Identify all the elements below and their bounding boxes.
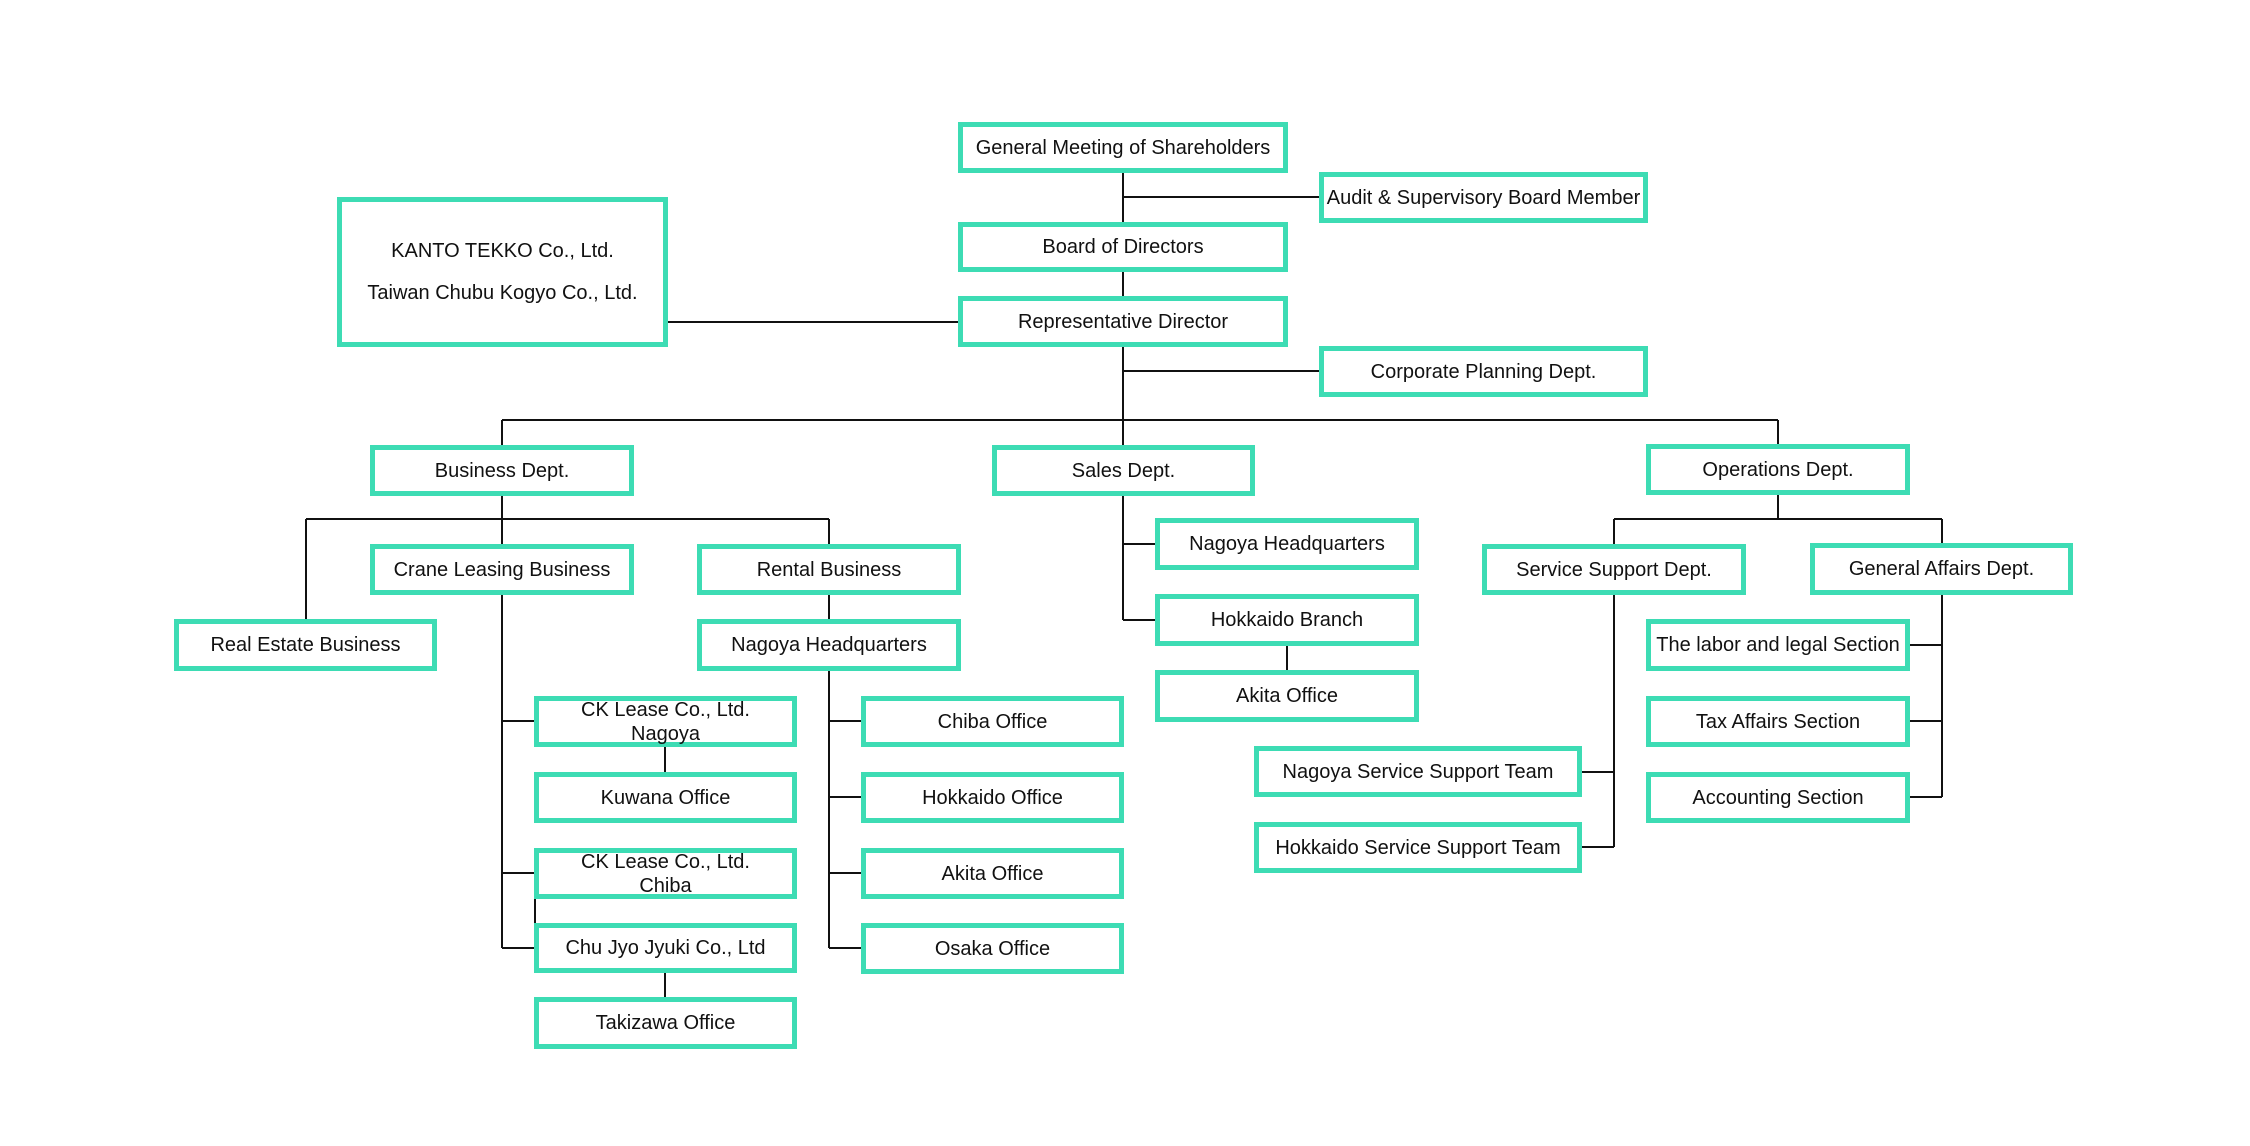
node-hokkaido-branch: Hokkaido Branch bbox=[1155, 594, 1419, 646]
node-rental-business: Rental Business bbox=[697, 544, 961, 595]
node-general-meeting-of-shareholders: General Meeting of Shareholders bbox=[958, 122, 1288, 173]
node-real-estate-business: Real Estate Business bbox=[174, 619, 437, 671]
node-board-of-directors: Board of Directors bbox=[958, 222, 1288, 272]
node-accounting-section: Accounting Section bbox=[1646, 772, 1910, 823]
node-takizawa-office: Takizawa Office bbox=[534, 997, 797, 1049]
node-akita-office-rental: Akita Office bbox=[861, 848, 1124, 899]
node-audit-supervisory-board-member: Audit & Supervisory Board Member bbox=[1319, 172, 1648, 223]
node-osaka-office: Osaka Office bbox=[861, 923, 1124, 974]
node-chiba-office: Chiba Office bbox=[861, 696, 1124, 747]
node-crane-leasing-business: Crane Leasing Business bbox=[370, 544, 634, 595]
node-nagoya-service-support-team: Nagoya Service Support Team bbox=[1254, 746, 1582, 797]
node-akita-office-sales: Akita Office bbox=[1155, 670, 1419, 722]
node-hokkaido-office: Hokkaido Office bbox=[861, 772, 1124, 823]
node-representative-director: Representative Director bbox=[958, 296, 1288, 347]
node-hokkaido-service-support-team: Hokkaido Service Support Team bbox=[1254, 822, 1582, 873]
affiliate-taiwan-chubu-kogyo: Taiwan Chubu Kogyo Co., Ltd. bbox=[367, 282, 638, 304]
node-corporate-planning-dept: Corporate Planning Dept. bbox=[1319, 346, 1648, 397]
affiliate-kanto-tekko: KANTO TEKKO Co., Ltd. bbox=[391, 240, 614, 262]
node-sales-dept: Sales Dept. bbox=[992, 445, 1255, 496]
node-sales-nagoya-headquarters: Nagoya Headquarters bbox=[1155, 518, 1419, 570]
node-kuwana-office: Kuwana Office bbox=[534, 772, 797, 823]
node-tax-affairs-section: Tax Affairs Section bbox=[1646, 696, 1910, 747]
node-chu-jyo-jyuki: Chu Jyo Jyuki Co., Ltd bbox=[534, 923, 797, 973]
node-affiliated-companies: KANTO TEKKO Co., Ltd. Taiwan Chubu Kogyo… bbox=[337, 197, 668, 347]
node-service-support-dept: Service Support Dept. bbox=[1482, 544, 1746, 595]
node-labor-legal-section: The labor and legal Section bbox=[1646, 619, 1910, 671]
node-business-dept: Business Dept. bbox=[370, 445, 634, 496]
node-operations-dept: Operations Dept. bbox=[1646, 444, 1910, 495]
node-ck-lease-chiba: CK Lease Co., Ltd. Chiba bbox=[534, 848, 797, 899]
node-rental-nagoya-headquarters: Nagoya Headquarters bbox=[697, 619, 961, 671]
node-ck-lease-nagoya: CK Lease Co., Ltd. Nagoya bbox=[534, 696, 797, 747]
node-general-affairs-dept: General Affairs Dept. bbox=[1810, 543, 2073, 595]
